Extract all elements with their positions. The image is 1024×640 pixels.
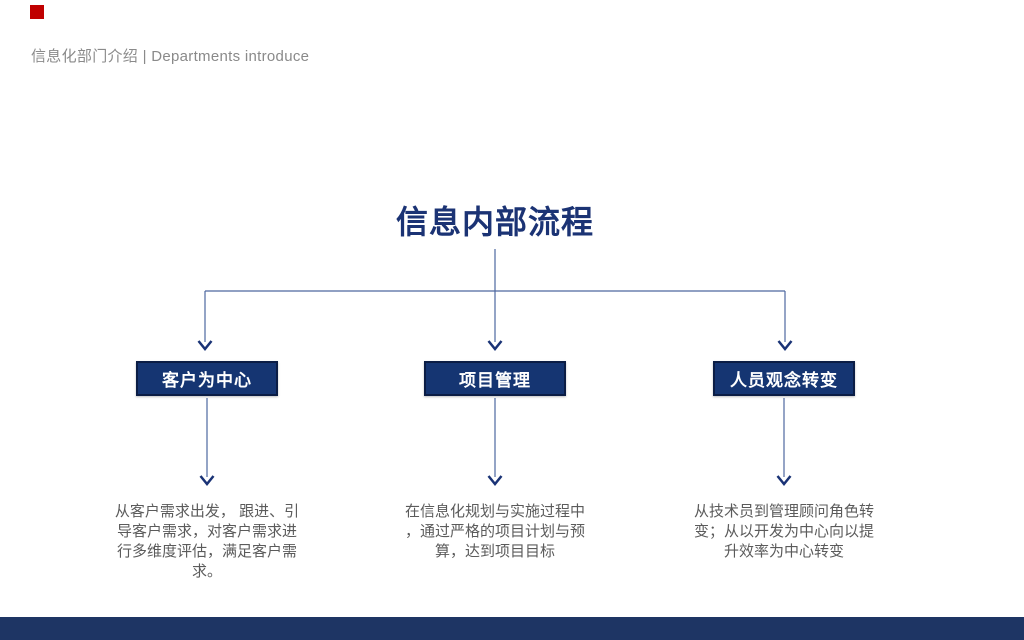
page-title: 信息内部流程 xyxy=(395,204,595,240)
description-line: 导客户需求，对客户需求进 xyxy=(116,523,297,540)
arrow-down-icon xyxy=(776,475,792,486)
arrow-down-icon xyxy=(487,340,503,351)
footer-bar xyxy=(0,617,1024,640)
red-accent-square xyxy=(30,5,44,19)
flow-box-mindset-shift: 人员观念转变 xyxy=(713,361,855,396)
slide-header: 信息化部门介绍 | Departments introduce xyxy=(31,48,310,65)
description-project-management: 在信息化规划与实施过程中 ，通过严格的项目计划与预 算，达到项目目标 xyxy=(355,502,635,562)
description-line: 行多维度评估，满足客户需 xyxy=(116,543,297,560)
flow-box-customer-centric: 客户为中心 xyxy=(136,361,278,396)
flow-box-project-management: 项目管理 xyxy=(424,361,566,396)
flow-box-label: 客户为中心 xyxy=(162,371,252,390)
description-line: 升效率为中心转变 xyxy=(723,543,844,560)
arrow-down-icon xyxy=(199,475,215,486)
description-line: 从技术员到管理顾问角色转 xyxy=(693,503,874,520)
arrow-down-icon xyxy=(197,340,213,351)
arrow-down-icon xyxy=(777,340,793,351)
flow-box-label: 项目管理 xyxy=(459,371,531,390)
arrow-down-icon xyxy=(487,475,503,486)
description-line: ，通过严格的项目计划与预 xyxy=(404,523,585,540)
description-customer-centric: 从客户需求出发， 跟进、引 导客户需求，对客户需求进 行多维度评估，满足客户需 … xyxy=(67,502,347,582)
description-line: 从客户需求出发， 跟进、引 xyxy=(114,503,300,520)
description-line: 算，达到项目目标 xyxy=(434,543,555,560)
description-mindset-shift: 从技术员到管理顾问角色转 变；从以开发为中心向以提 升效率为中心转变 xyxy=(644,502,924,562)
description-line: 在信息化规划与实施过程中 xyxy=(404,503,585,520)
description-line: 求。 xyxy=(191,563,222,580)
flow-box-label: 人员观念转变 xyxy=(730,371,838,390)
description-line: 变；从以开发为中心向以提 xyxy=(693,523,874,540)
